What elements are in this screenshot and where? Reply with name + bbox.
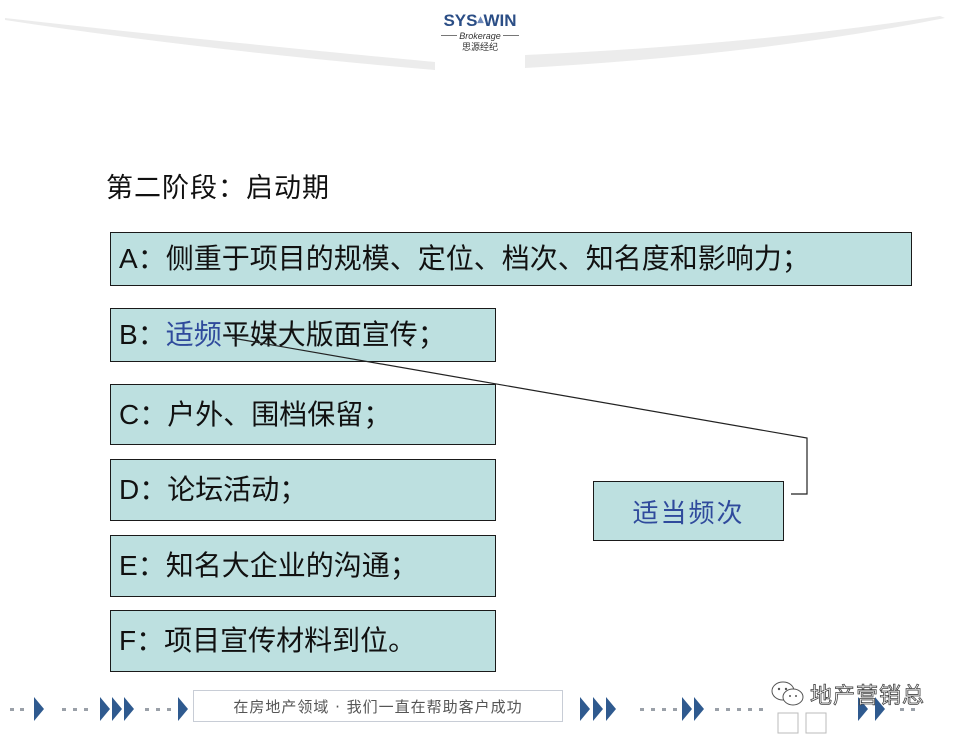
item-c: C：户外、围档保留； <box>110 384 496 445</box>
item-e: E：知名大企业的沟通； <box>110 535 496 597</box>
logo-wordmark: SYS▴WIN <box>443 11 517 30</box>
logo-subtitle: Brokerage <box>430 30 530 42</box>
item-d: D：论坛活动； <box>110 459 496 521</box>
watermark-text: 地产营销总 <box>810 684 926 710</box>
wechat-icon <box>771 681 804 706</box>
item-f: F：项目宣传材料到位。 <box>110 610 496 672</box>
highlighted-term: 适频 <box>165 318 222 351</box>
logo-chinese-name: 思源经纪 <box>461 43 498 53</box>
watermark: 地产营销总 <box>770 678 925 710</box>
item-b: B：适频平媒大版面宣传； <box>110 308 496 362</box>
logo: SYS▴WIN Brokerage 思源经纪 <box>430 10 530 54</box>
item-a: A：侧重于项目的规模、定位、档次、知名度和影响力； <box>110 232 912 286</box>
slide-title: 第二阶段：启动期 <box>106 173 330 204</box>
footer-arrows <box>10 697 915 734</box>
callout-box: 适当频次 <box>593 481 784 541</box>
header-swoosh <box>5 16 945 70</box>
footer-slogan: 在房地产领域 · 我们一直在帮助客户成功 <box>193 690 563 722</box>
